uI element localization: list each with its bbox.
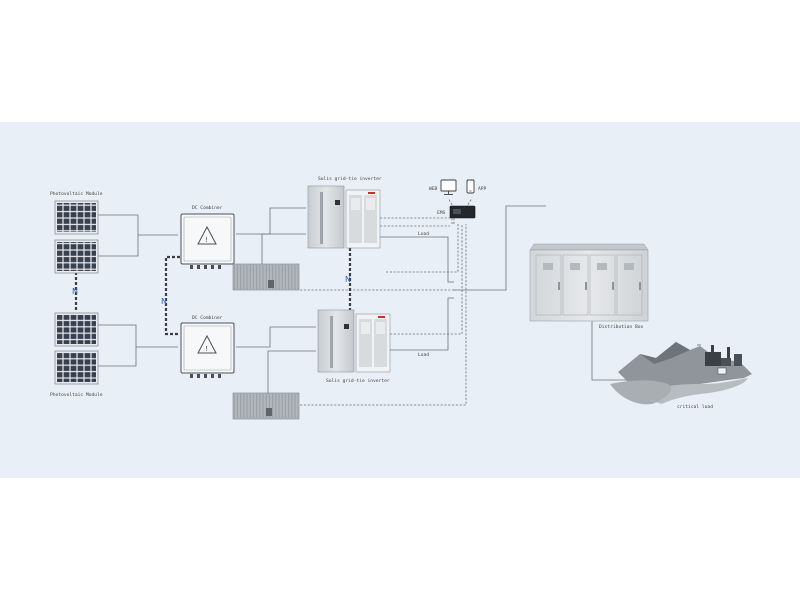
monitor-icon [440,179,457,195]
combiner-bottom-label: DC Combiner [192,315,223,321]
distribution-box-icon [529,243,649,322]
svg-text:!: ! [205,345,208,353]
pv-module-group-top: Photovoltaic Module N [50,191,103,296]
inverter-top: Solis grid-tie inverter N [307,176,382,284]
combiner-box-icon: ! [180,213,235,269]
warning-triangle-icon: ! [197,334,217,354]
inverter-cabinet-icon [307,185,381,249]
dc-combiner-bottom: DC Combiner ! [180,315,235,378]
phone-icon [466,179,475,194]
solar-panel-icon [54,200,99,235]
ems-logger-icon [449,205,476,219]
svg-text:!: ! [205,236,208,244]
band-fill [0,122,800,478]
battery-container-icon [232,263,300,291]
battery-container-icon [232,392,300,420]
app-label: APP [478,186,487,192]
combiner-box-icon: ! [180,322,235,378]
n-inverter-label: N [345,275,351,284]
load-bottom-label: Load [418,352,429,358]
load-top-label: Load [418,231,429,237]
distribution-box: Distribution Box [529,243,649,330]
pv-module-group-bottom: Photovoltaic Module [50,312,103,398]
system-diagram: Photovoltaic Module N Photovoltaic Modul… [0,122,800,478]
diagram-background: Photovoltaic Module N Photovoltaic Modul… [0,122,800,478]
factory-landscape-icon [610,342,752,405]
solar-panel-icon [54,350,99,385]
ems-label: EMS [437,210,446,216]
warning-triangle-icon: ! [197,225,217,245]
pv-top-label: Photovoltaic Module [50,191,103,197]
wiring [98,205,646,402]
solar-panel-icon [54,312,99,347]
monitoring-group: WEB APP EMS [429,179,487,219]
n-bus-lines [74,248,352,336]
dc-combiner-top: DC Combiner ! N [161,205,235,306]
critical-load-label: critical load [677,404,713,410]
solar-panel-icon [54,239,99,274]
communication-lines [300,197,473,406]
pv-bottom-label: Photovoltaic Module [50,392,103,398]
inverter-cabinet-icon [317,309,391,373]
battery-container-top [232,263,300,291]
inverter-top-label: Solis grid-tie inverter [318,176,382,182]
battery-container-bottom [232,392,300,420]
combiner-top-label: DC Combiner [192,205,223,211]
n-pv-label: N [72,287,78,296]
inverter-bottom: Solis grid-tie inverter [317,309,391,384]
web-label: WEB [429,186,438,192]
distribution-box-label: Distribution Box [599,324,643,330]
n-combiner-label: N [161,297,167,306]
inverter-bottom-label: Solis grid-tie inverter [326,378,390,384]
critical-load: critical load [610,342,752,410]
